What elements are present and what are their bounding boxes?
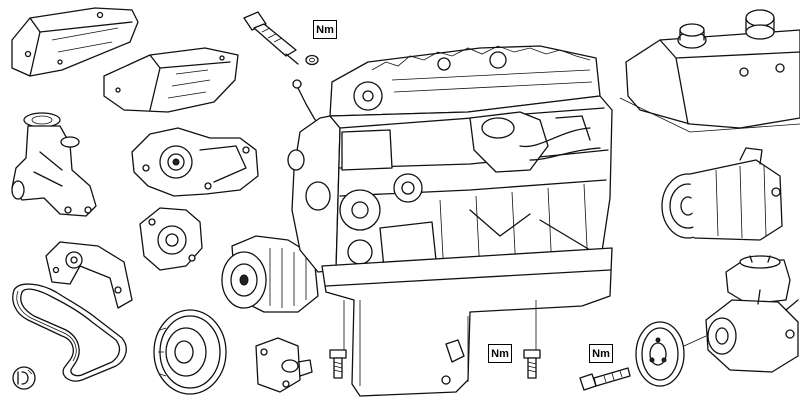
- torque-label-injector: Nm: [313, 20, 337, 39]
- injector: [243, 11, 319, 66]
- belt-routing-note-icon: [12, 366, 36, 390]
- valve-cover: [619, 9, 800, 133]
- idler-bracket: [45, 241, 133, 309]
- belt-tensioner: [139, 207, 203, 271]
- engine-cover-lower: [103, 47, 239, 113]
- engine-cover-upper: [11, 7, 139, 77]
- engine-block: [287, 45, 613, 397]
- crankshaft-pulley: [153, 309, 227, 395]
- crankcase-valve: [255, 337, 313, 393]
- thermostat-housing: [11, 112, 97, 217]
- alternator: [221, 235, 319, 313]
- pulley-bolt: [579, 367, 631, 391]
- torque-label-sump: Nm: [488, 344, 512, 363]
- power-steering-pump: [705, 255, 799, 373]
- sump-bolt-left: [329, 349, 347, 379]
- water-pump: [131, 127, 259, 197]
- torque-label-pulley: Nm: [589, 344, 613, 363]
- poly-v-belt: [12, 283, 127, 382]
- sump-bolt-right: [523, 349, 541, 379]
- ac-compressor: [661, 147, 783, 241]
- power-steering-pulley: [635, 321, 707, 387]
